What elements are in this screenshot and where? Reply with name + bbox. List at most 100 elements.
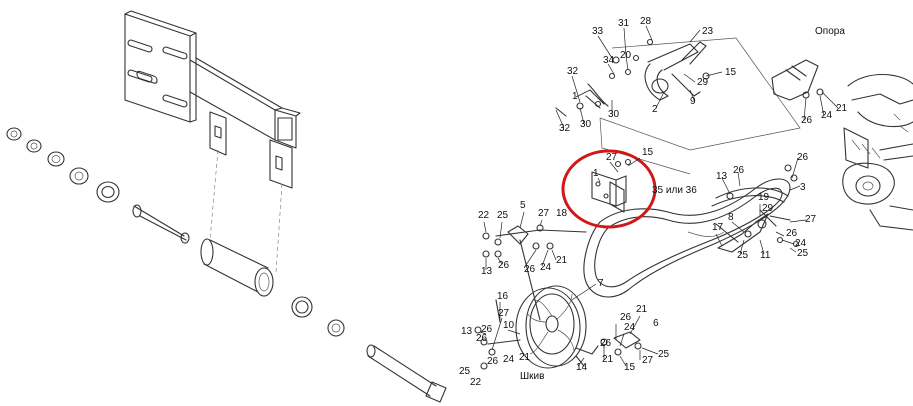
leader-line: [689, 89, 695, 101]
leader-line: [721, 177, 731, 195]
callout-number: 23: [702, 26, 714, 37]
leader-line: [491, 317, 503, 351]
leader-line: [623, 27, 627, 57]
callout-number: 26: [524, 264, 536, 275]
callout-leaders: [479, 25, 839, 367]
callout-number: 7: [598, 278, 604, 289]
callout-number: 26: [600, 338, 612, 349]
caption-belt: 35 или 36: [652, 185, 697, 196]
leader-line: [597, 177, 601, 183]
leader-line: [731, 221, 745, 233]
leader-line: [789, 219, 807, 223]
callout-number: 15: [725, 67, 737, 78]
callout-number: 32: [567, 66, 579, 77]
caption-pulley: Шкив: [520, 371, 544, 382]
callout-number: 6: [653, 318, 659, 329]
callout-number: 27: [642, 355, 654, 366]
leader-line: [519, 211, 525, 229]
callout-number: 9: [690, 96, 696, 107]
leader-line: [571, 75, 581, 103]
callout-number: 22: [478, 210, 490, 221]
callout-number: 13: [716, 171, 728, 182]
leader-line: [819, 95, 825, 117]
callout-number: 1: [572, 91, 578, 102]
callout-number: 15: [642, 147, 654, 158]
leader-line: [499, 221, 503, 239]
callout-number: 10: [503, 320, 515, 331]
leader-line: [629, 315, 641, 335]
callout-number: 25: [797, 248, 809, 259]
callout-number: 34: [603, 55, 615, 66]
leader-line: [705, 71, 723, 77]
callout-number: 24: [624, 322, 636, 333]
callout-number: 27: [805, 214, 817, 225]
callout-number: 22: [470, 377, 482, 388]
callout-number: 11: [760, 250, 771, 261]
callout-number: 24: [821, 110, 833, 121]
callout-number: 27: [538, 208, 550, 219]
leader-line: [821, 91, 839, 109]
callout-number: 2: [652, 104, 658, 115]
callout-number: 33: [592, 26, 604, 37]
bracket-assembly-drawing: [6, 10, 447, 403]
leader-line: [575, 89, 591, 98]
callout-number: 24: [503, 354, 515, 365]
leader-line: [627, 157, 641, 167]
leader-line: [597, 35, 613, 59]
callout-number: 19: [758, 192, 770, 203]
callout-number: 32: [559, 123, 571, 134]
leader-line: [497, 257, 503, 265]
callout-number: 26: [487, 356, 499, 367]
leader-line: [619, 355, 627, 367]
callout-number: 24: [540, 262, 552, 273]
callout-number: 20: [620, 50, 632, 61]
leader-line: [789, 185, 801, 191]
callout-number: 13: [461, 326, 473, 337]
callout-number: 27: [606, 152, 618, 163]
leader-line: [507, 329, 521, 335]
callout-number: 26: [801, 115, 813, 126]
callout-number: 15: [624, 362, 636, 373]
leader-line: [645, 25, 653, 41]
callout-number: 26: [481, 324, 493, 335]
leader-line: [483, 221, 487, 233]
callout-number: 30: [608, 109, 620, 120]
callout-number: 30: [580, 119, 592, 130]
leader-line: [577, 357, 585, 367]
leader-line: [739, 239, 745, 255]
leader-line: [715, 233, 723, 247]
leader-line: [479, 331, 487, 335]
leader-line: [607, 63, 615, 75]
leader-line: [803, 97, 807, 121]
leader-line: [625, 55, 629, 71]
caption-support: Опора: [815, 26, 845, 37]
callout-number: 13: [481, 266, 493, 277]
callout-number: 21: [636, 304, 648, 315]
callout-number: 31: [618, 18, 630, 29]
highlight-ellipse: [561, 149, 657, 229]
callout-number: 21: [836, 103, 848, 114]
callout-number: 25: [658, 349, 670, 360]
callout-number: 14: [576, 362, 588, 373]
callout-number: 18: [556, 208, 568, 219]
callout-number: 21: [519, 352, 531, 363]
leader-line: [555, 109, 565, 129]
leader-line: [523, 249, 537, 269]
callout-number: 27: [498, 308, 510, 319]
leader-line: [689, 29, 701, 43]
leader-line: [775, 231, 785, 237]
callout-number: 17: [712, 222, 724, 233]
leader-line: [539, 219, 543, 227]
leader-line: [781, 239, 795, 245]
callout-number: 1: [593, 168, 599, 179]
callout-number: 21: [556, 255, 568, 266]
callout-number: 26: [620, 312, 632, 323]
leader-line: [579, 107, 585, 125]
callout-number: 8: [728, 212, 734, 223]
callout-number: 3: [800, 182, 806, 193]
leader-line: [655, 91, 665, 109]
callout-number: 26: [733, 165, 745, 176]
leader-line: [759, 239, 765, 255]
callout-number: 26: [476, 333, 488, 344]
leader-line: [541, 249, 549, 267]
